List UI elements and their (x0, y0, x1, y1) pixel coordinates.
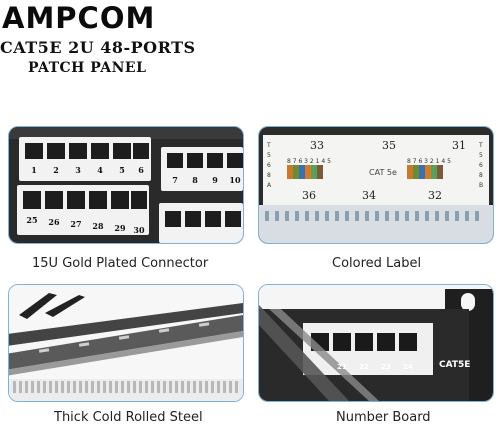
panel-badge: CAT5E (439, 360, 470, 370)
label-side: T (478, 142, 483, 149)
port-number: 7 (172, 175, 178, 185)
number-board-photo: 21 22 23 24 CAT5E (258, 284, 494, 402)
port-number: 8 (192, 175, 198, 185)
port-number: 9 (212, 175, 218, 185)
port-number: 26 (48, 217, 60, 227)
port-number: 28 (92, 221, 104, 231)
port-number: 24 (403, 363, 413, 371)
label-number: 34 (362, 189, 376, 202)
label-side: T (266, 142, 271, 149)
label-photo: T 5 6 8 A T 5 6 8 B 8 7 6 3 2 1 4 5 8 7 … (258, 126, 494, 244)
port-number: 23 (381, 363, 391, 371)
wire-numbers: 8 7 6 3 2 1 4 5 (407, 158, 451, 165)
label-side: 6 (267, 162, 271, 169)
label-number: 35 (382, 139, 396, 152)
wire-numbers: 8 7 6 3 2 1 4 5 (287, 158, 331, 165)
caption-number-board: Number Board (336, 410, 431, 425)
label-side: B (479, 182, 483, 189)
label-side: 6 (479, 162, 483, 169)
label-number: 33 (310, 139, 324, 152)
port-number: 4 (97, 165, 103, 175)
label-number: 32 (428, 189, 442, 202)
label-side: 5 (479, 152, 483, 159)
label-side: 8 (479, 172, 483, 179)
port-number: 1 (31, 165, 37, 175)
label-text: CAT 5e (369, 168, 397, 177)
brand-logo: AMPCOM (2, 1, 156, 35)
steel-photo (8, 284, 244, 402)
label-side: A (267, 182, 272, 189)
product-subtitle: PATCH PANEL (28, 60, 147, 76)
port-number: 21 (337, 363, 347, 371)
port-number: 10 (229, 175, 241, 185)
connector-photo: 1 2 3 4 5 6 7 8 9 10 25 26 27 28 29 30 (8, 126, 244, 244)
port-number: 29 (114, 223, 126, 233)
port-number: 22 (359, 363, 369, 371)
label-side: 5 (267, 152, 271, 159)
port-number: 2 (53, 165, 59, 175)
caption-label: Colored Label (332, 256, 422, 271)
port-number: 3 (75, 165, 81, 175)
label-number: 36 (302, 189, 316, 202)
port-number: 30 (133, 225, 145, 235)
port-number: 25 (26, 215, 37, 225)
port-number: 27 (70, 219, 81, 229)
label-side: 8 (267, 172, 271, 179)
product-title: CAT5E 2U 48-PORTS (0, 38, 196, 57)
port-number: 5 (119, 165, 125, 175)
port-number: 6 (138, 165, 144, 175)
caption-connector: 15U Gold Plated Connector (32, 256, 209, 271)
caption-steel: Thick Cold Rolled Steel (54, 410, 203, 425)
label-number: 31 (452, 139, 466, 152)
